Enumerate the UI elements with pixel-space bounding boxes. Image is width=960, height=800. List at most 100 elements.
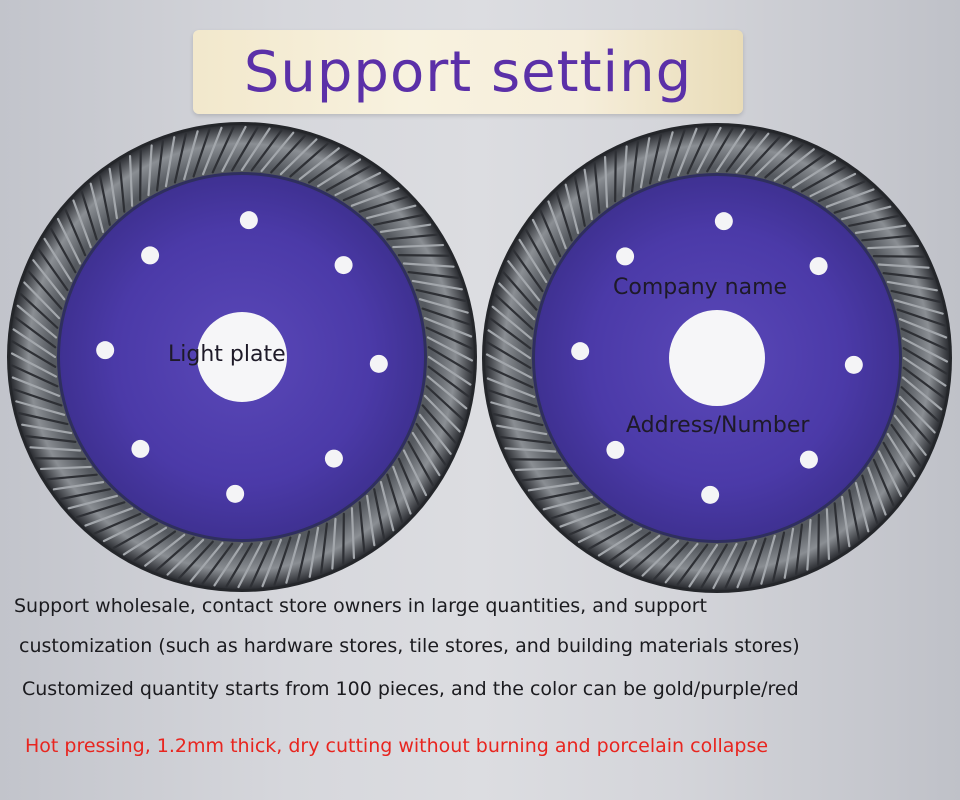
blade-segment [806, 518, 812, 571]
blade-segment [715, 128, 746, 173]
blade-segment [15, 400, 66, 416]
blade-segment [900, 386, 940, 423]
blade-segment [712, 542, 738, 590]
blade-segment [397, 457, 420, 506]
blade-segment [108, 167, 118, 220]
blade-segment [639, 137, 651, 189]
blade-segment [427, 365, 470, 398]
blade-segment [486, 377, 536, 398]
blade-segment [825, 188, 875, 208]
blade-segment [848, 214, 900, 227]
blade-segment [379, 481, 395, 532]
blade-segment [872, 255, 925, 258]
cooling-hole [799, 450, 818, 469]
blade-segment [833, 502, 841, 554]
blade-segment [491, 305, 533, 340]
blade-segment [426, 375, 468, 410]
blade-segment [877, 450, 903, 498]
blade-segment [555, 191, 573, 242]
blade-segment [494, 293, 534, 330]
blade-segment [896, 308, 946, 327]
blade-segment [648, 133, 662, 185]
blade-segment [144, 533, 186, 567]
blade-segment [118, 161, 126, 213]
saw-blade-left [7, 122, 477, 592]
blade-segment [573, 175, 586, 227]
blade-segment [155, 536, 195, 572]
blade-segment [773, 148, 815, 182]
blade-segment [795, 523, 803, 576]
arbor-hole [197, 312, 287, 402]
description-line-2: customization (such as hardware stores, … [19, 635, 800, 657]
blade-segment [240, 127, 271, 172]
blade-segment [386, 233, 438, 241]
blade-segment [658, 131, 674, 182]
blade-segment [334, 171, 382, 197]
cooling-hole [141, 246, 160, 265]
blade-segment [64, 208, 87, 257]
blade-segment [688, 543, 719, 588]
blade-segment [485, 353, 533, 379]
blade-segment [833, 196, 884, 214]
blade-segment [893, 299, 944, 315]
blade-segment [177, 540, 214, 580]
cooling-hole [324, 449, 343, 468]
blade-segment [98, 174, 111, 226]
blade-segment [854, 482, 870, 533]
cooling-hole [131, 439, 150, 458]
blade-segment [686, 127, 710, 175]
blade-segment [285, 533, 301, 584]
description-line-1: Support wholesale, contact store owners … [14, 595, 707, 617]
blade-segment [597, 527, 643, 557]
blade-segment [342, 179, 391, 202]
blade-segment [24, 435, 77, 443]
blade-segment [593, 162, 601, 214]
blade-segment [32, 259, 66, 301]
blade-segment [421, 307, 471, 326]
blade-segment [366, 204, 417, 220]
blade-segment [392, 243, 445, 249]
blade-segment [622, 145, 628, 198]
blade-segment [139, 149, 142, 202]
blade-segment [867, 466, 887, 516]
blade-segment [75, 501, 126, 519]
blade-segment [504, 447, 557, 453]
blade-segment [415, 422, 447, 466]
blade-segment [17, 412, 69, 426]
blade-segment [14, 316, 57, 349]
blade-segment [402, 262, 455, 268]
blade-segment [183, 130, 199, 181]
blade-segment [411, 431, 441, 477]
blade-segment [559, 508, 609, 528]
blade-segment [80, 190, 98, 241]
blade-segment [418, 298, 469, 314]
blade-segment [49, 227, 77, 274]
blade-segment [34, 457, 87, 460]
blade-segment [577, 518, 625, 544]
blade-segment [487, 329, 532, 360]
blade-segment [539, 209, 562, 258]
blade-segment [29, 446, 82, 452]
blade-segment [93, 512, 142, 535]
blade-segment [900, 327, 948, 351]
cooling-hole [701, 485, 720, 504]
blade-segment [890, 423, 922, 467]
blade-segment [189, 541, 224, 583]
cooling-hole [226, 484, 245, 503]
blade-segment [350, 187, 400, 207]
blade-segment [800, 165, 847, 193]
blade-segment [261, 538, 282, 588]
blade-segment [867, 244, 920, 250]
blade-segment [861, 234, 913, 242]
cooling-hole [571, 342, 590, 361]
blade-segment [791, 159, 837, 189]
blade-segment [23, 281, 61, 320]
cooling-hole [844, 355, 863, 374]
blade-segment [901, 376, 943, 411]
blade-segment [166, 538, 205, 576]
blade-segment [667, 129, 686, 179]
blade-segment [809, 172, 857, 198]
blade-segment [700, 543, 728, 589]
blade-segment [754, 139, 793, 177]
